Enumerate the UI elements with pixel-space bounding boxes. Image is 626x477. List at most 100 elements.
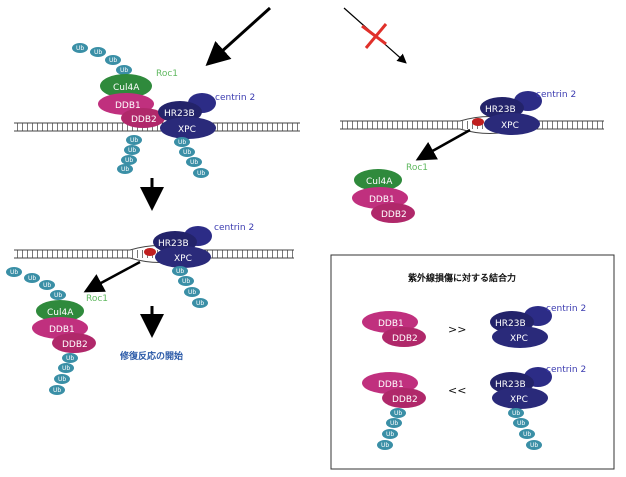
ub-label: Ub <box>125 157 133 164</box>
ddb2-label: DDB2 <box>131 115 157 125</box>
binding-strength-box <box>330 254 615 470</box>
ub-icon <box>72 43 88 53</box>
roc1-label: Roc1 <box>156 69 178 79</box>
ubiquitin-chain-xpc-c <box>172 266 208 308</box>
ub-label: Ub <box>130 137 138 144</box>
ub-icon <box>116 65 132 75</box>
ub-icon <box>49 385 65 395</box>
ub-label: Ub <box>381 442 389 449</box>
ddb2-label: DDB2 <box>392 395 418 405</box>
xpc-label: XPC <box>510 334 528 344</box>
ub-label: Ub <box>121 166 129 173</box>
xpc-label: XPC <box>178 125 196 135</box>
ub-icon <box>519 429 535 439</box>
cul4a-protein <box>36 300 84 322</box>
ddb2-protein <box>52 333 96 353</box>
hr23b-label: HR23B <box>158 239 189 249</box>
ub-label: Ub <box>512 410 520 417</box>
ub-icon <box>6 267 22 277</box>
ub-label: Ub <box>197 170 205 177</box>
ddb1-label: DDB1 <box>378 380 404 390</box>
ub-label: Ub <box>523 431 531 438</box>
ub-icon <box>90 47 106 57</box>
xpc-protein <box>155 246 211 268</box>
ub-icon <box>172 266 188 276</box>
ub-icon <box>513 418 529 428</box>
ub-label: Ub <box>53 387 61 394</box>
roc1-label: Roc1 <box>86 294 108 304</box>
dna-strand-top-right <box>340 116 604 134</box>
hr23b-label: HR23B <box>495 319 526 329</box>
ub-label: Ub <box>190 159 198 166</box>
ub-label: Ub <box>62 365 70 372</box>
centrin-label: centrin 2 <box>546 365 586 375</box>
ddb2-protein <box>382 327 426 347</box>
less-than-sign: << <box>448 384 466 397</box>
cul4a-label: Cul4A <box>113 83 140 93</box>
ub-icon <box>50 290 66 300</box>
ub-icon <box>526 440 542 450</box>
binding-strength-title: 紫外線損傷に対する結合力 <box>408 272 516 284</box>
xpc-protein <box>492 387 548 409</box>
repair-start-label: 修復反応の開始 <box>119 350 183 362</box>
ddb1-label: DDB1 <box>378 319 404 329</box>
ddb1-label: DDB1 <box>49 325 75 335</box>
ub-label: Ub <box>188 289 196 296</box>
ub-label: Ub <box>66 355 74 362</box>
dna-lesion <box>144 248 156 256</box>
ddb1-label: DDB1 <box>369 195 395 205</box>
ub-icon <box>382 429 398 439</box>
ub-icon <box>179 147 195 157</box>
cul4a-label: Cul4A <box>47 308 74 318</box>
ub-label: Ub <box>120 67 128 74</box>
ub-label: Ub <box>182 278 190 285</box>
ub-label: Ub <box>390 420 398 427</box>
greater-than-sign: >> <box>448 323 466 336</box>
ub-icon <box>192 298 208 308</box>
ub-icon <box>24 273 40 283</box>
cul4a-label: Cul4A <box>366 177 393 187</box>
ub-icon <box>126 135 142 145</box>
ub-label: Ub <box>76 45 84 52</box>
ub-icon <box>193 168 209 178</box>
ubiquitin-chain-top-a <box>72 43 132 75</box>
ub-label: Ub <box>386 431 394 438</box>
xpc-protein <box>492 326 548 348</box>
ub-label: Ub <box>28 275 36 282</box>
ub-label: Ub <box>109 57 117 64</box>
ubiquitin-chain-bottom-a <box>117 135 142 174</box>
ub-icon <box>174 137 190 147</box>
ub-label: Ub <box>94 49 102 56</box>
arrow-release-c <box>83 260 141 293</box>
ub-label: Ub <box>517 420 525 427</box>
centrin-label: centrin 2 <box>546 304 586 314</box>
arrow-into-complex <box>205 6 272 67</box>
xpc-protein <box>484 113 540 135</box>
ubiquitin-chain-top-c <box>6 267 66 300</box>
ddb2-label: DDB2 <box>392 334 418 344</box>
ub-icon <box>508 408 524 418</box>
ub-label: Ub <box>394 410 402 417</box>
xpc-protein <box>160 117 216 139</box>
ub-label: Ub <box>176 268 184 275</box>
ub-icon <box>184 287 200 297</box>
ub-icon <box>121 155 137 165</box>
ddb2-protein <box>371 203 415 223</box>
ub-icon <box>186 157 202 167</box>
ddb2-protein <box>382 388 426 408</box>
hr23b-label: HR23B <box>495 380 526 390</box>
ub-label: Ub <box>178 139 186 146</box>
ddb2-protein <box>121 108 165 128</box>
ub-label: Ub <box>530 442 538 449</box>
hr23b-label: HR23B <box>164 109 195 119</box>
ub-icon <box>386 418 402 428</box>
ub-label: Ub <box>196 300 204 307</box>
ub-icon <box>62 353 78 363</box>
ub-icon <box>390 408 406 418</box>
ubiquitin-chain-xpc-a <box>174 137 209 178</box>
ub-icon <box>377 440 393 450</box>
dna-lesion <box>472 118 484 126</box>
ubiquitin-chain-xpc-legend <box>508 408 542 450</box>
ubiquitin-chain-ddb2-legend <box>377 408 406 450</box>
